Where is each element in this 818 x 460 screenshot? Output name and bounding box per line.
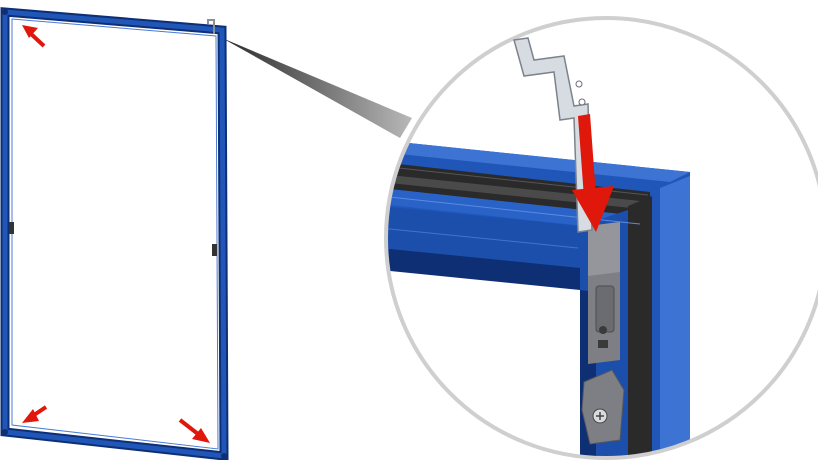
screw-icon [581, 369, 625, 445]
arrow-bottom-right-icon [178, 418, 210, 443]
hinge-mark [9, 222, 14, 234]
zoom-wedge [222, 38, 412, 138]
corner-clip-icon [588, 222, 620, 364]
detail-arrow-icon [572, 114, 614, 232]
corner-arrows [22, 25, 210, 443]
window-frame [0, 7, 229, 460]
arrow-bottom-left-icon [22, 405, 48, 423]
arrow-top-left-icon [22, 25, 46, 48]
corner-bracket-icon [207, 19, 215, 34]
magnifier-ring [384, 16, 818, 460]
hinge-mark [212, 244, 217, 256]
mounting-bracket-icon [513, 37, 593, 233]
detail-magnifier [384, 16, 818, 460]
